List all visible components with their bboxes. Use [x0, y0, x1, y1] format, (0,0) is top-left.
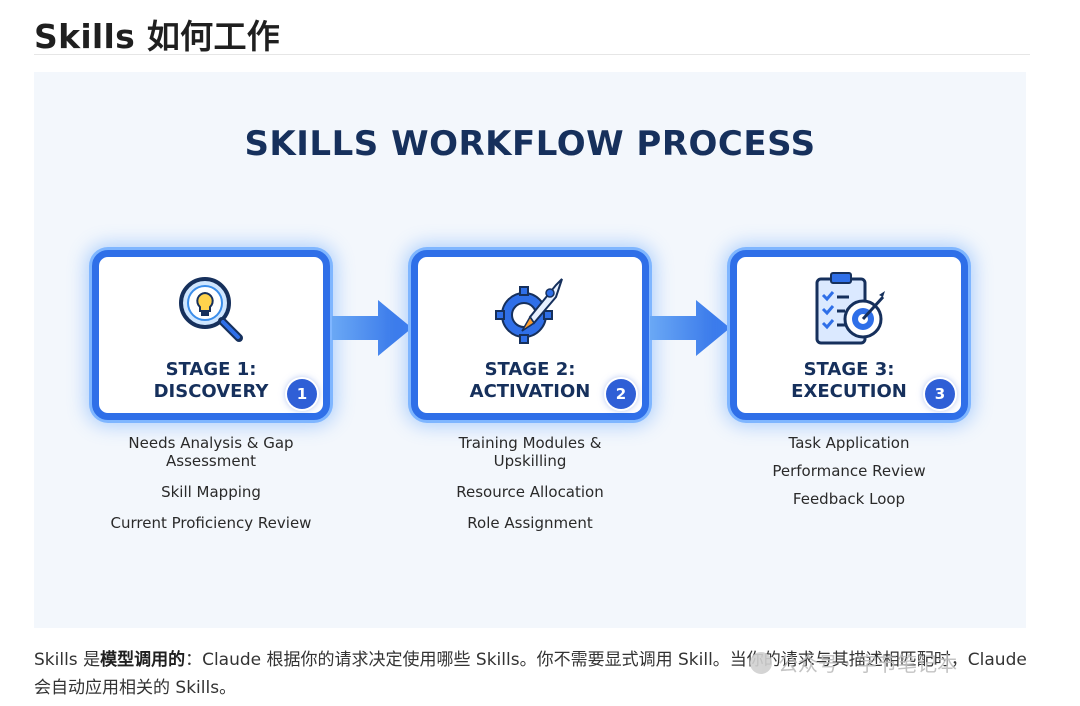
- gear-rocket-icon: [495, 278, 563, 344]
- list-item: Skill Mapping: [161, 483, 261, 501]
- stage-card-execution: STAGE 3: EXECUTION 3: [730, 250, 968, 420]
- stage-2-label: STAGE 2: ACTIVATION: [418, 359, 642, 403]
- list-item: Performance Review: [772, 462, 926, 480]
- arrow-right-icon: [650, 300, 730, 356]
- heading-divider: [34, 54, 1030, 55]
- magnifier-bulb-icon: [179, 277, 243, 342]
- list-item: Feedback Loop: [792, 490, 906, 508]
- clipboard-target-icon: [815, 272, 885, 345]
- stage-2-name: ACTIVATION: [469, 381, 591, 402]
- stage-card-discovery: STAGE 1: DISCOVERY 1: [92, 250, 330, 420]
- stage-3-number: STAGE 3:: [803, 359, 895, 380]
- stage-2-badge: 2: [606, 379, 636, 409]
- stage-1-list: Needs Analysis & Gap Assessment Skill Ma…: [81, 434, 341, 545]
- body-paragraph: Skills 是模型调用的：Claude 根据你的请求决定使用哪些 Skills…: [34, 646, 1044, 702]
- list-item: Training Modules & Upskilling: [458, 434, 602, 470]
- section-heading: Skills 如何工作: [34, 17, 281, 56]
- stage-1-name: DISCOVERY: [153, 381, 269, 402]
- paragraph-text: Skills 是: [34, 650, 101, 670]
- stage-3-label: STAGE 3: EXECUTION: [737, 359, 961, 403]
- stage-3-name: EXECUTION: [791, 381, 907, 402]
- figure-title: SKILLS WORKFLOW PROCESS: [244, 124, 816, 164]
- list-item: Resource Allocation: [456, 483, 604, 501]
- arrow-right-icon: [332, 300, 412, 356]
- wechat-icon: [750, 651, 772, 674]
- stage-1-badge: 1: [287, 379, 317, 409]
- stage-2-number: STAGE 2:: [484, 359, 576, 380]
- watermark: 公众号 · 字节笔记本: [750, 648, 957, 677]
- paragraph-emphasis: 模型调用的: [100, 650, 186, 670]
- list-item: Needs Analysis & Gap Assessment: [128, 434, 294, 470]
- workflow-figure: SKILLS WORKFLOW PROCESS STAGE 1: DISCOVE…: [34, 72, 1026, 628]
- list-item: Current Proficiency Review: [110, 514, 312, 532]
- watermark-text: 公众号 · 字节笔记本: [778, 652, 958, 676]
- stage-2-list: Training Modules & Upskilling Resource A…: [400, 434, 660, 545]
- list-item: Role Assignment: [467, 514, 593, 532]
- stage-3-list: Task Application Performance Review Feed…: [719, 434, 979, 521]
- stage-card-activation: STAGE 2: ACTIVATION 2: [411, 250, 649, 420]
- list-item: Task Application: [788, 434, 910, 452]
- stage-1-label: STAGE 1: DISCOVERY: [99, 359, 323, 403]
- paragraph-text: ：Claude 根据你的请求决定使用哪些 Skills。你不需要显式调用 Ski…: [34, 650, 1027, 698]
- stage-1-number: STAGE 1:: [165, 359, 257, 380]
- stage-3-badge: 3: [925, 379, 955, 409]
